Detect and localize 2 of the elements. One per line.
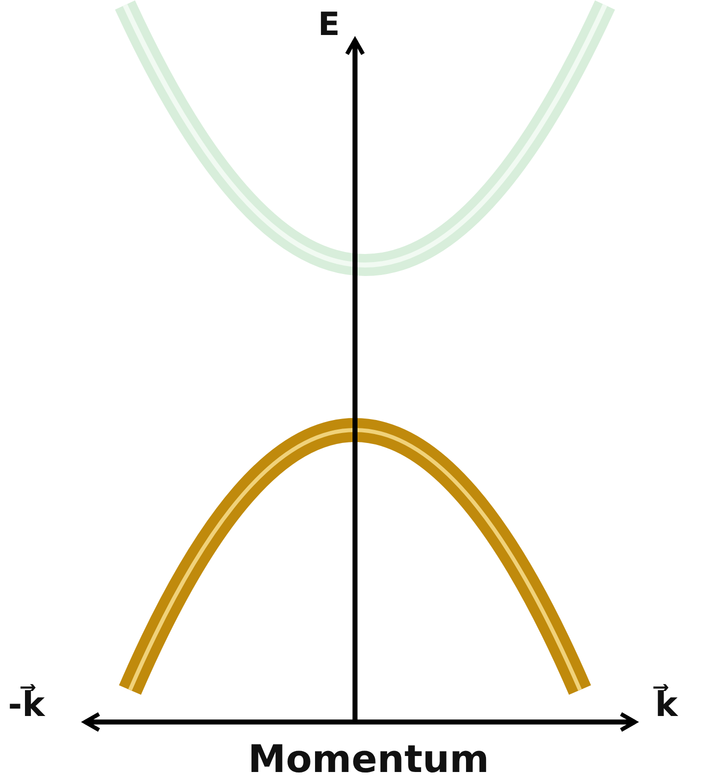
axis-label: E [318,8,340,40]
axis-title: Momentum [248,740,490,778]
